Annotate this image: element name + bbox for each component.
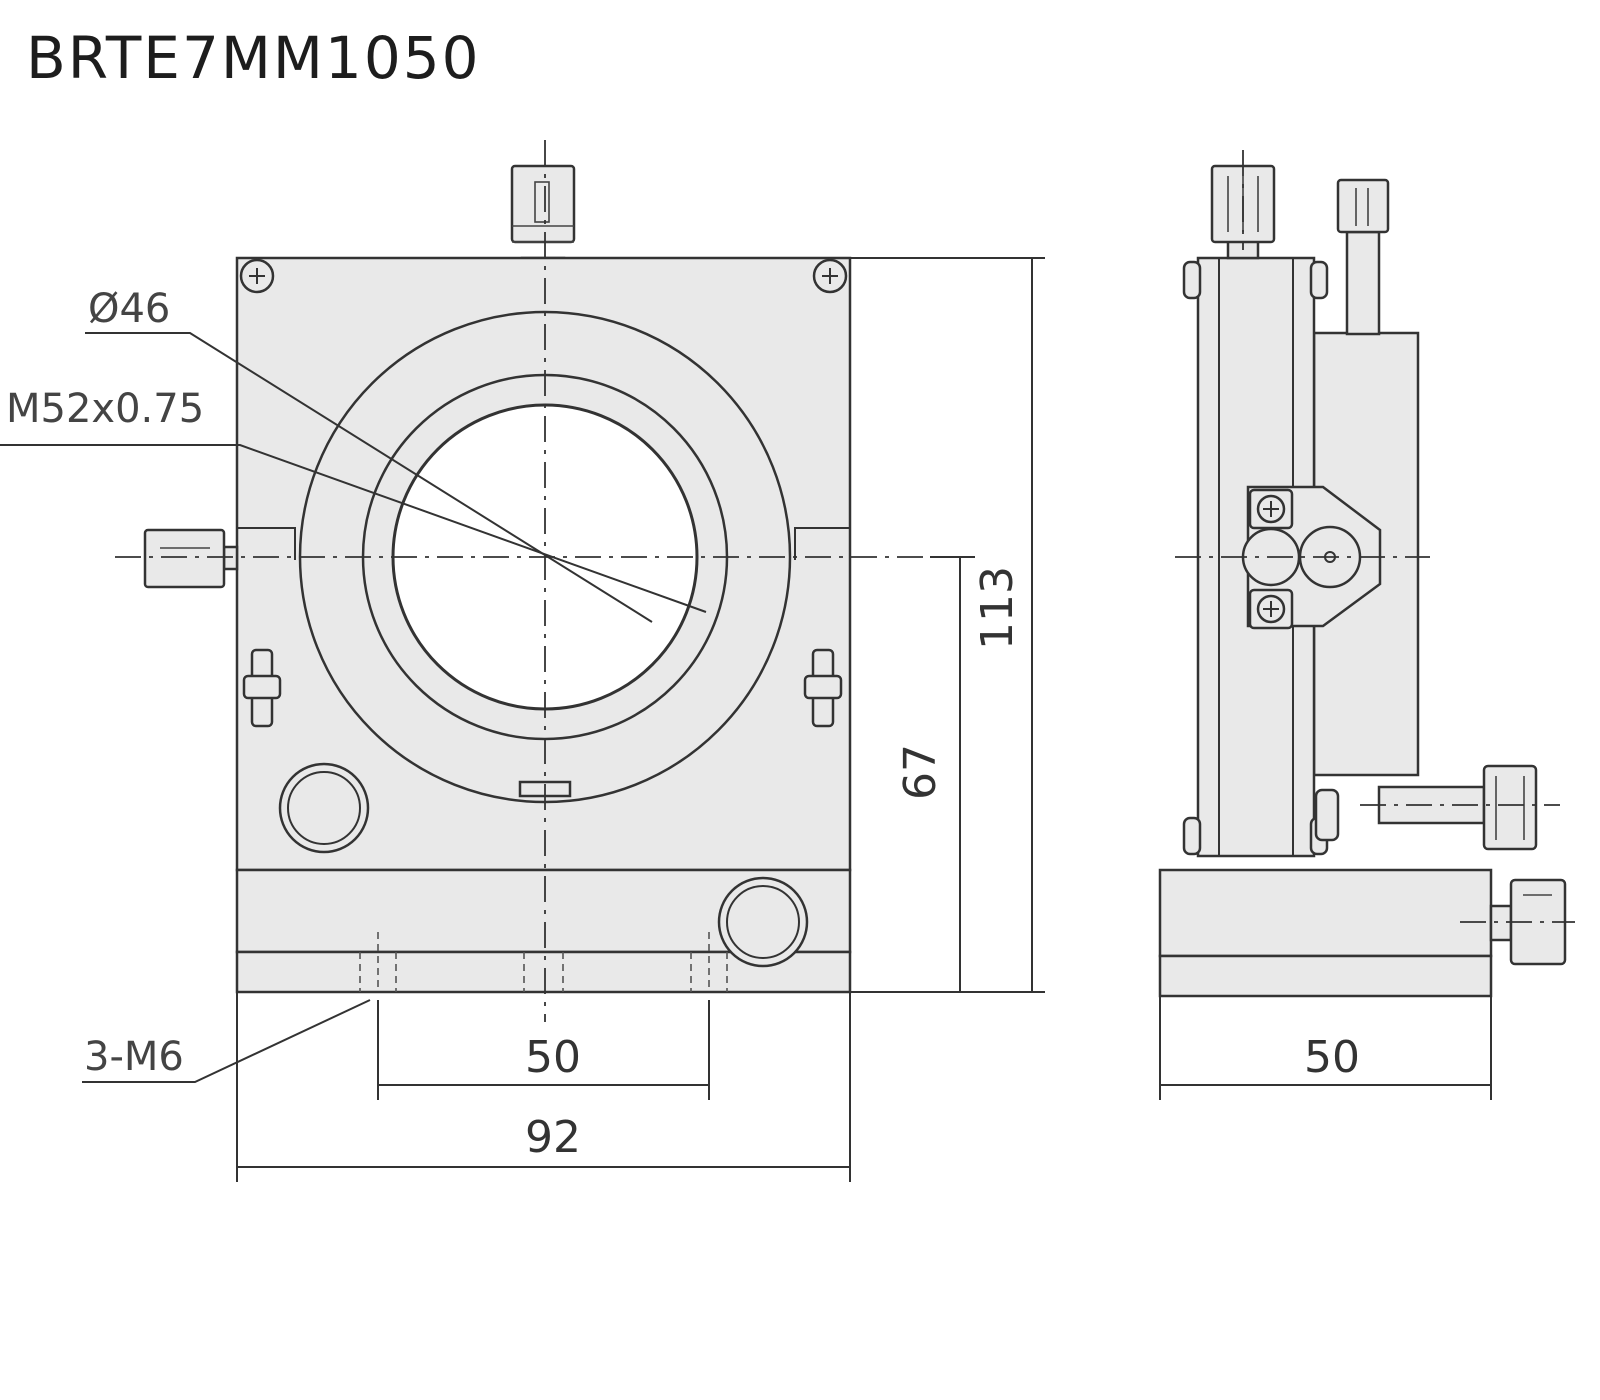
left-adjuster-screw bbox=[143, 528, 239, 589]
lock-hole bbox=[278, 762, 370, 854]
side-base-block bbox=[1158, 868, 1493, 958]
base-lock-hole bbox=[717, 876, 809, 968]
mount-holes-leader bbox=[82, 999, 371, 1083]
dimension-lines bbox=[236, 257, 1492, 1182]
corner-screw-icon bbox=[239, 258, 275, 294]
bore-diameter-leader bbox=[85, 332, 653, 623]
bracket-screw-icon bbox=[1248, 588, 1294, 630]
hidden-holes bbox=[359, 932, 728, 992]
bore-diameter-label: Ø46 bbox=[88, 286, 170, 332]
rear-top-screw bbox=[1336, 178, 1390, 336]
height-total-dimension: 113 bbox=[972, 566, 1023, 650]
side-adjuster-screw bbox=[1377, 764, 1538, 851]
spring-pin bbox=[242, 648, 282, 728]
corner-screw-icon bbox=[812, 258, 848, 294]
width-total-dimension: 92 bbox=[525, 1112, 581, 1163]
thread-leader bbox=[0, 444, 707, 613]
side-base-plate bbox=[1158, 954, 1493, 998]
side-view bbox=[1158, 150, 1575, 998]
height-center-dimension: 67 bbox=[895, 744, 946, 800]
thread-label: M52x0.75 bbox=[6, 386, 204, 432]
page-title: BRTE7MM1050 bbox=[26, 24, 481, 92]
ring-slot bbox=[237, 527, 850, 560]
spring-pin bbox=[803, 648, 843, 728]
mount-holes-label: 3-M6 bbox=[84, 1034, 184, 1080]
side-depth-dimension: 50 bbox=[1304, 1032, 1360, 1083]
hole-spacing-dimension: 50 bbox=[525, 1032, 581, 1083]
front-view bbox=[0, 140, 960, 1083]
base-side-screw bbox=[1489, 878, 1567, 966]
bracket-screw-icon bbox=[1248, 488, 1294, 530]
